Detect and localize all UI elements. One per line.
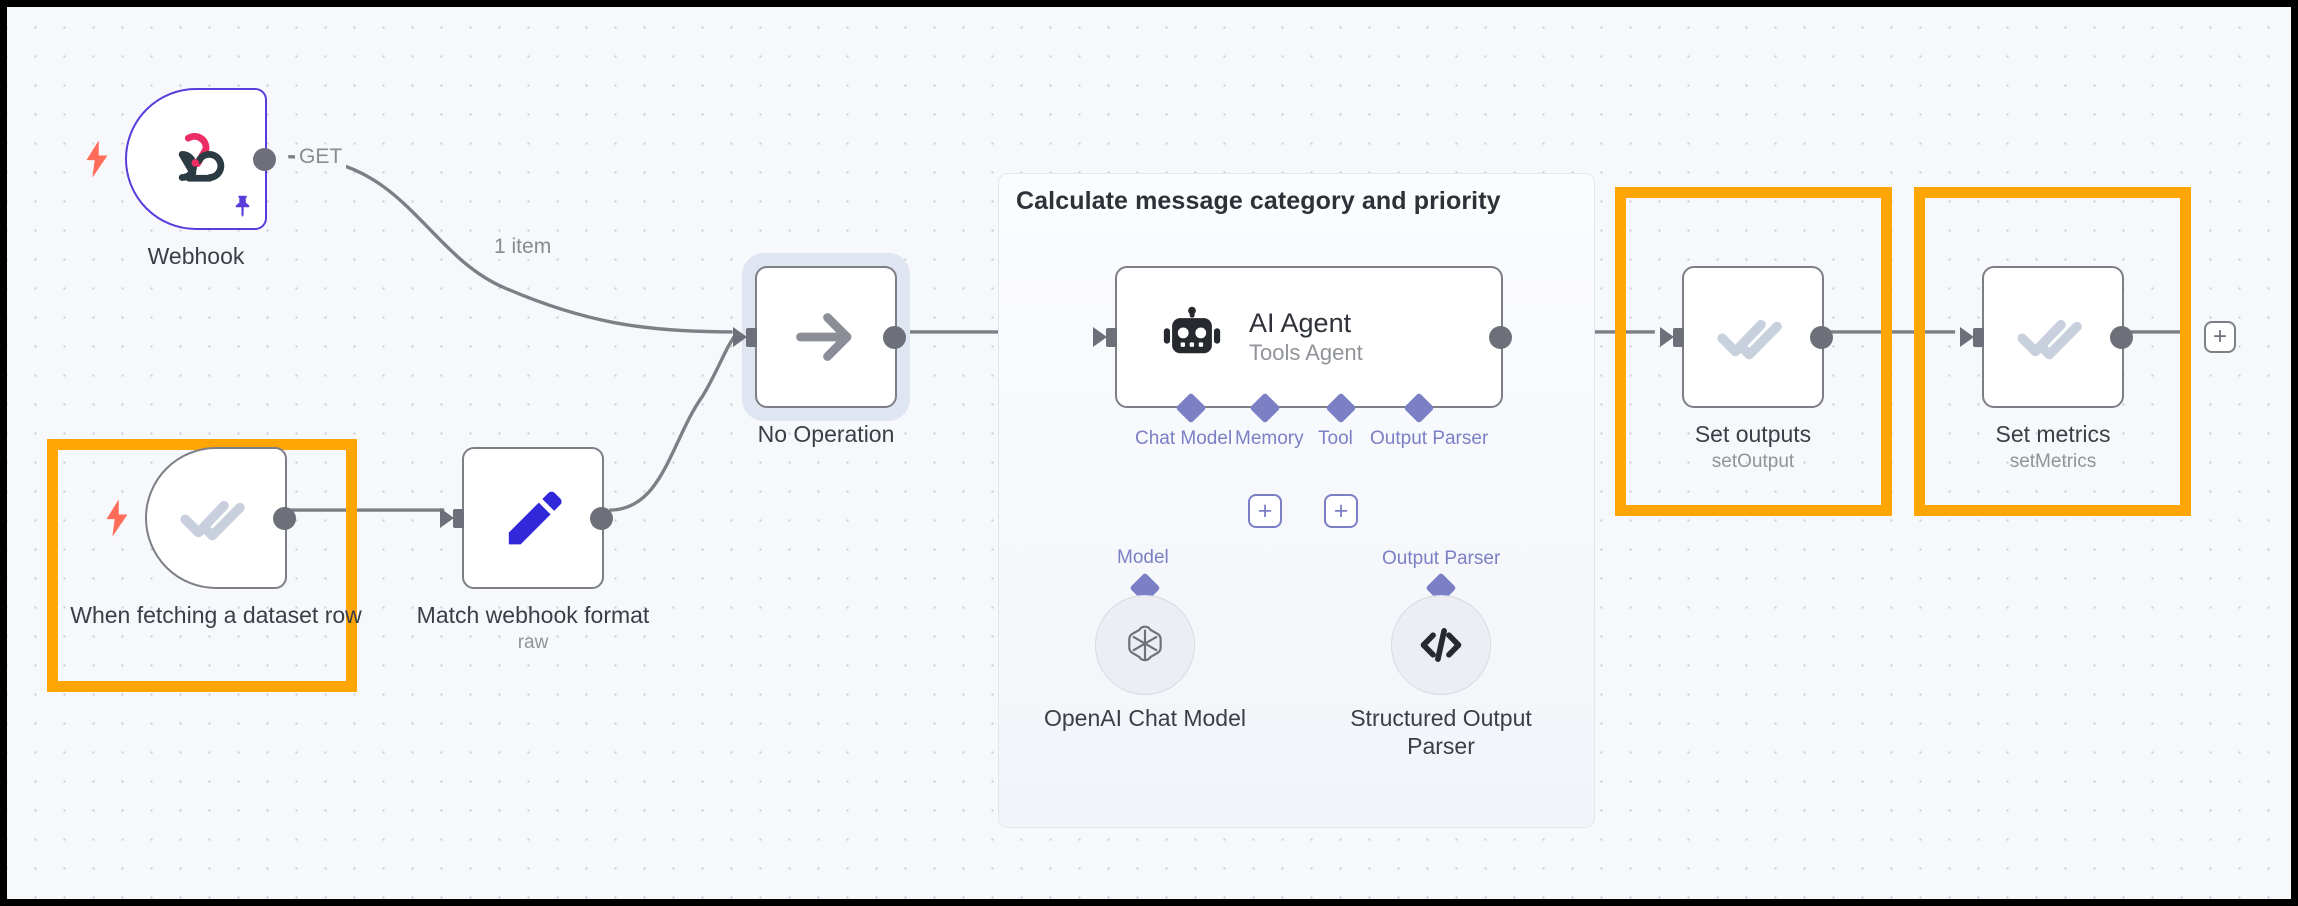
when-fetching-dataset-row-output-port[interactable]	[273, 507, 296, 530]
node-no-operation[interactable]: No Operation	[733, 253, 910, 447]
no-operation-input-port[interactable]	[733, 327, 757, 347]
set-outputs-output-port[interactable]	[1810, 326, 1833, 349]
pin-icon	[229, 192, 255, 220]
node-set-metrics-subtitle: setMetrics	[2009, 451, 2097, 473]
match-webhook-format-input-port[interactable]	[440, 508, 464, 528]
node-ai-agent[interactable]: AI Agent Tools Agent	[1093, 266, 1512, 408]
node-openai-chat-model[interactable]: OpenAI Chat Model	[1044, 595, 1246, 731]
sub-node-port-label-output-parser: Output Parser	[1382, 548, 1501, 569]
node-openai-chat-model-circle[interactable]	[1095, 595, 1195, 695]
node-when-fetching-dataset-row-box[interactable]	[145, 447, 296, 589]
set-metrics-output-port[interactable]	[2110, 326, 2133, 349]
ai-agent-port-label-chat-model: Chat Model	[1135, 428, 1233, 449]
ai-agent-port-label-output-parser: Output Parser	[1370, 428, 1489, 449]
node-webhook[interactable]: Webhook	[86, 88, 276, 269]
node-when-fetching-dataset-row[interactable]: When fetching a dataset row	[70, 447, 362, 628]
node-no-operation-title: No Operation	[757, 421, 895, 447]
node-set-metrics-box[interactable]	[1960, 266, 2133, 408]
node-webhook-box[interactable]	[125, 88, 276, 230]
ai-agent-port-label-tool: Tool	[1318, 428, 1353, 449]
node-set-outputs-box[interactable]	[1660, 266, 1833, 408]
set-outputs-input-port[interactable]	[1660, 327, 1684, 347]
node-ai-agent-box[interactable]: AI Agent Tools Agent	[1093, 266, 1512, 408]
add-next-node-button[interactable]: +	[2204, 321, 2236, 353]
node-match-webhook-format-box[interactable]	[440, 447, 613, 589]
trigger-bolt-icon	[103, 499, 131, 537]
code-brackets-icon	[1420, 628, 1462, 662]
webhook-icon	[178, 133, 225, 182]
double-check-icon	[2017, 319, 2082, 360]
node-match-webhook-format-subtitle: raw	[517, 632, 549, 654]
ai-agent-output-port[interactable]	[1489, 326, 1512, 349]
node-ai-agent-title: AI Agent	[1249, 308, 1352, 339]
match-webhook-format-output-port[interactable]	[590, 507, 613, 530]
node-set-outputs[interactable]: Set outputs setOutput	[1660, 266, 1833, 472]
agent-group-title: Calculate message category and priority	[1016, 187, 1501, 215]
node-set-metrics-label: Set metrics setMetrics	[1903, 420, 2203, 473]
node-ai-agent-text: AI Agent Tools Agent	[1249, 308, 1363, 366]
node-when-fetching-dataset-row-label: When fetching a dataset row	[66, 601, 366, 629]
edge-label-webhook-items: 1 item	[490, 235, 556, 259]
ai-agent-input-port[interactable]	[1093, 327, 1117, 347]
robot-icon	[1163, 306, 1221, 354]
no-operation-output-port[interactable]	[883, 326, 906, 349]
node-set-metrics[interactable]: Set metrics setMetrics	[1960, 266, 2133, 472]
ai-agent-port-label-memory: Memory	[1235, 428, 1304, 449]
node-set-metrics-title: Set metrics	[1995, 421, 2111, 447]
node-set-outputs-subtitle: setOutput	[1711, 451, 1795, 473]
node-set-outputs-label: Set outputs setOutput	[1603, 420, 1903, 473]
openai-icon	[1128, 625, 1162, 662]
highlight-frame-when-fetching-dataset-row	[47, 439, 357, 692]
node-match-webhook-format-label: Match webhook format raw	[383, 601, 683, 654]
pencil-icon	[508, 491, 562, 545]
node-no-operation-label: No Operation	[676, 420, 976, 448]
node-set-outputs-title: Set outputs	[1694, 421, 1812, 447]
webhook-output-port[interactable]	[253, 148, 276, 171]
sub-node-port-label-model: Model	[1117, 547, 1169, 568]
node-ai-agent-subtitle: Tools Agent	[1249, 339, 1363, 365]
arrow-right-icon	[796, 313, 852, 361]
add-tool-button[interactable]: +	[1324, 494, 1358, 528]
node-webhook-label: Webhook	[46, 242, 346, 270]
double-check-icon	[180, 500, 245, 541]
node-match-webhook-format-title: Match webhook format	[416, 602, 650, 628]
highlight-frame-set-metrics	[1914, 187, 2191, 516]
node-no-operation-box[interactable]	[733, 266, 906, 408]
set-metrics-input-port[interactable]	[1960, 327, 1984, 347]
node-structured-output-parser-circle[interactable]	[1391, 595, 1491, 695]
node-structured-output-parser[interactable]: Structured Output Parser	[1350, 595, 1532, 759]
highlight-frame-set-outputs	[1615, 187, 1892, 516]
add-memory-button[interactable]: +	[1248, 494, 1282, 528]
node-match-webhook-format[interactable]: Match webhook format raw	[417, 447, 649, 653]
node-when-fetching-dataset-row-title: When fetching a dataset row	[70, 602, 362, 628]
node-structured-output-parser-label: Structured Output Parser	[1350, 705, 1532, 759]
node-openai-chat-model-label: OpenAI Chat Model	[1043, 705, 1246, 731]
trigger-bolt-icon	[83, 140, 111, 178]
edge-label-webhook-method: GET	[295, 145, 347, 169]
double-check-icon	[1717, 319, 1782, 360]
node-webhook-title: Webhook	[147, 243, 245, 269]
